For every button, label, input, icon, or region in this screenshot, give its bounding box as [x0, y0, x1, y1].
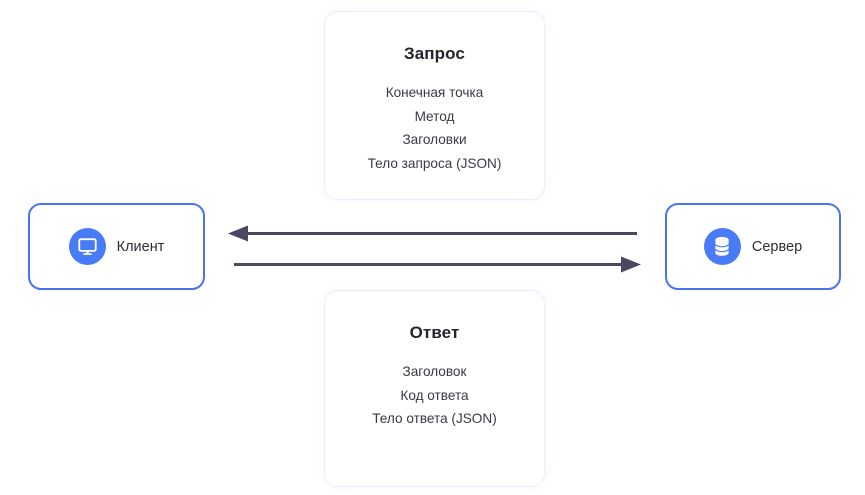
request-card-lines: Конечная точка Метод Заголовки Тело запр…	[368, 81, 502, 175]
request-line-headers: Заголовки	[402, 132, 467, 147]
response-card-lines: Заголовок Код ответа Тело ответа (JSON)	[372, 360, 496, 431]
response-arrow	[228, 225, 637, 242]
server-node-label: Сервер	[751, 238, 803, 255]
request-line-endpoint: Конечная точка	[385, 85, 484, 100]
request-card: Запрос Конечная точка Метод Заголовки Те…	[324, 11, 545, 200]
response-card: Ответ Заголовок Код ответа Тело ответа (…	[324, 290, 545, 487]
response-line-status-code: Код ответа	[400, 387, 469, 403]
monitor-icon	[68, 228, 106, 265]
client-node-label: Клиент	[116, 238, 165, 255]
client-node[interactable]: Клиент	[28, 203, 205, 290]
request-card-title: Запрос	[404, 44, 465, 63]
response-card-title: Ответ	[409, 323, 460, 342]
response-line-header: Заголовок	[402, 364, 467, 379]
request-line-method: Метод	[414, 108, 455, 124]
request-arrow	[234, 256, 641, 273]
response-line-body: Тело ответа (JSON)	[372, 411, 497, 426]
request-line-body: Тело запроса (JSON)	[367, 155, 502, 171]
server-node[interactable]: Сервер	[665, 203, 841, 290]
database-icon	[703, 228, 741, 265]
